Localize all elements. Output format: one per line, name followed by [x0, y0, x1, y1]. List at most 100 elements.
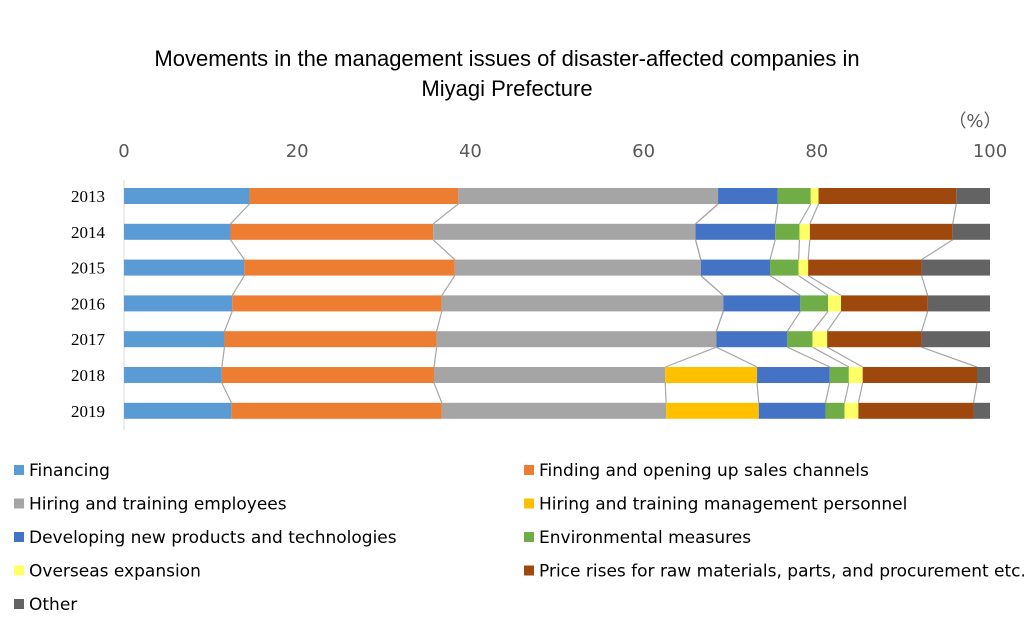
bar-segment [249, 188, 459, 204]
bar-segment [973, 402, 990, 419]
connector-line [221, 382, 232, 404]
x-tick-label: 60 [632, 141, 655, 162]
connector-line [809, 203, 820, 225]
bar-segment [799, 223, 810, 240]
bar-segment [124, 367, 222, 383]
connector-line [756, 382, 760, 403]
x-tick-label: 80 [805, 141, 828, 162]
bar-segment [454, 259, 701, 276]
x-tick-label: 0 [118, 141, 129, 162]
y-tick-label: 2018 [71, 366, 105, 385]
connector-line [787, 346, 831, 368]
legend-swatch [524, 565, 534, 576]
legend-label: Financing [29, 461, 110, 481]
connector-line [824, 382, 831, 403]
bar-segment [828, 295, 842, 312]
bar-segment [862, 367, 978, 383]
connector-line [921, 311, 929, 332]
bar-segment [441, 295, 724, 312]
legend-label: Price rises for raw materials, parts, an… [539, 562, 1024, 582]
connector-line [972, 382, 978, 403]
bar-segment [436, 331, 717, 348]
connector-line [921, 239, 954, 261]
connector-line [433, 382, 443, 404]
bar-segment [758, 402, 826, 419]
bar-segment [244, 259, 455, 276]
bar-segment [124, 188, 250, 204]
connector-line [716, 346, 758, 368]
bar-segment [841, 295, 928, 312]
bar-segment [825, 402, 845, 419]
bar-segment [810, 188, 819, 204]
connector-line [230, 239, 245, 260]
connector-line [231, 275, 245, 296]
bar-segment [775, 223, 800, 240]
bar-segment [798, 259, 809, 276]
bar-segment [433, 223, 696, 240]
connector-line [807, 275, 842, 296]
connector-line [769, 275, 801, 296]
bar-segment [695, 223, 776, 240]
legend-label: Environmental measures [539, 528, 751, 548]
legend-swatch [14, 599, 24, 609]
connector-line [774, 203, 779, 224]
bar-segment [777, 188, 811, 204]
bar-segment [844, 402, 859, 419]
legend-label: Developing new products and technologies [29, 528, 397, 548]
bar-segment [700, 259, 771, 276]
connector-line [441, 275, 456, 296]
legend-label: Hiring and training management personnel [539, 495, 907, 515]
unit-label: （%） [948, 111, 1001, 132]
connector-line [664, 382, 667, 403]
bar-segment [666, 402, 759, 419]
connector-line [700, 275, 724, 296]
bar-segment [808, 259, 922, 276]
connector-line [223, 311, 233, 332]
legend-swatch [524, 532, 534, 542]
legend-swatch [524, 465, 534, 475]
legend-swatch [14, 465, 24, 475]
connector-line [857, 382, 864, 403]
connector-line [921, 275, 929, 296]
connector-line [432, 203, 459, 225]
bar-segment [231, 402, 442, 419]
bar-segment [800, 295, 829, 312]
legend-swatch [14, 498, 24, 509]
connector-line [798, 275, 829, 296]
bar-segment [848, 367, 863, 383]
bar-segment [921, 331, 990, 348]
bar-segment [770, 259, 799, 276]
bar-segment [716, 331, 788, 348]
bar-segment [787, 331, 813, 348]
bar-segment [124, 402, 232, 419]
connector-line [807, 239, 811, 260]
bar-segment [956, 188, 990, 204]
bar-segment [723, 295, 801, 312]
connector-line [694, 239, 702, 260]
connector-line [786, 311, 801, 332]
bar-segment [124, 295, 233, 312]
bar-segment [952, 223, 990, 240]
bar-segment [124, 331, 225, 348]
legend-label: Other [29, 595, 77, 615]
chart-title: Movements in the management issues of di… [154, 46, 859, 71]
connector-line [952, 203, 957, 224]
connector-line [843, 382, 850, 403]
connector-line [826, 346, 863, 368]
bar-segment [230, 223, 434, 240]
y-tick-label: 2015 [71, 259, 105, 278]
chart-title-line2: Miyagi Prefecture [421, 76, 592, 101]
bar-segment [665, 367, 758, 383]
connector-line [221, 347, 226, 368]
connector-line [665, 346, 717, 368]
series-connectors [221, 203, 978, 404]
bars [124, 188, 990, 419]
bar-segment [827, 331, 922, 348]
bar-segment [221, 367, 435, 383]
y-tick-label: 2013 [71, 187, 105, 206]
connector-line [811, 311, 829, 332]
bar-segment [124, 223, 231, 240]
